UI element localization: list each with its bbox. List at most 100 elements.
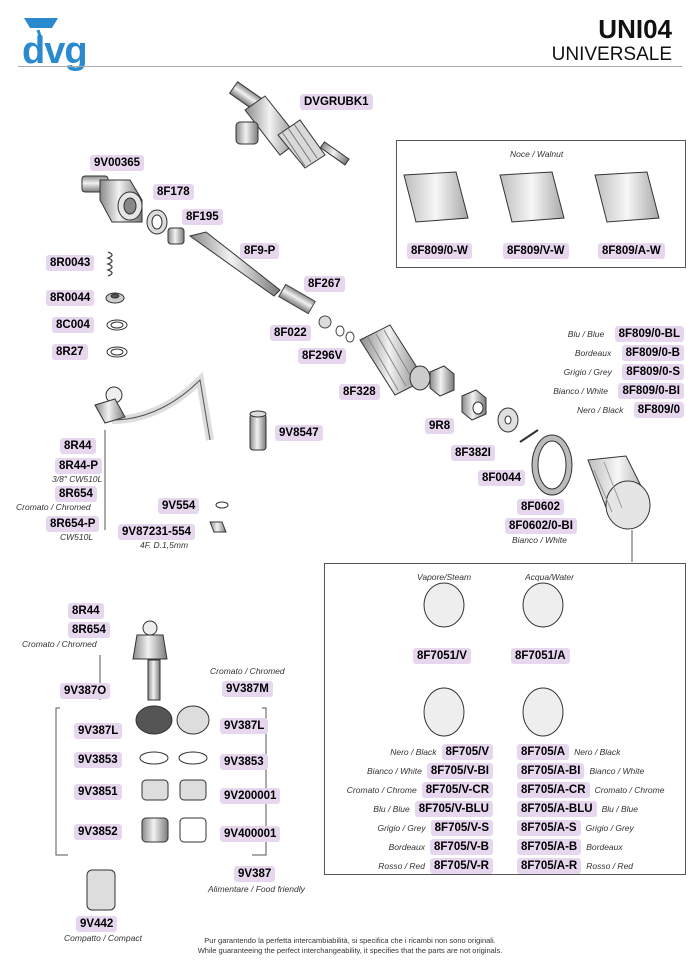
color-label: Grigio / Grey [563, 367, 612, 377]
part-note: Bianco / White [512, 535, 567, 545]
color-label: Bianco / White [367, 766, 422, 776]
part-note: Cromato / Chromed [22, 639, 97, 649]
part-tag: 8F705/A-BI [517, 763, 585, 779]
part-tag: 8F7051/V [413, 648, 471, 664]
steam-title: Vapore/Steam [417, 572, 472, 582]
brand-logo: dvg [18, 10, 98, 71]
part-tag: 8F809/V-W [503, 243, 569, 259]
color-label: Nero / Black [390, 747, 437, 757]
color-label: Bordeaux [574, 348, 612, 358]
part-tag: 8F022 [270, 325, 311, 341]
cap-row: 8F705/A Nero / Black [517, 742, 620, 760]
part-tag: 8F809/0-B [621, 345, 684, 361]
part-tag: 8F705/V-CR [421, 782, 493, 798]
cap-row: 8F705/A-BI Bianco / White [517, 761, 644, 779]
cap-row: 8F705/A-S Grigio / Grey [517, 818, 634, 836]
part-tag: 8R27 [52, 344, 88, 360]
disc-illustration [497, 407, 539, 443]
tip-variants-illustration [139, 705, 210, 843]
part-tag: 8F267 [304, 276, 345, 292]
part-tag: 9V00365 [90, 155, 145, 171]
part-tag: 8F809/0-BL [614, 326, 684, 342]
page-subtitle: UNIVERSALE [551, 44, 672, 65]
part-tag: 8F705/A [517, 744, 570, 760]
knob-color-row: Bianco / White 8F809/0-BI [553, 381, 684, 399]
part-tag: 8F705/V [441, 744, 493, 760]
color-label: Grigio / Grey [585, 823, 634, 833]
part-tag: 8F705/A-S [517, 820, 581, 836]
color-label: Bianco / White [589, 766, 645, 776]
part-tag: 8F705/V-BI [426, 763, 493, 779]
washer-illustration [146, 209, 185, 245]
spring-illustration [106, 251, 113, 277]
part-tag: 9V554 [158, 498, 200, 514]
part-tag: 9V387O [60, 683, 111, 699]
part-tag: 8F809/0-BI [618, 383, 684, 399]
part-tag: 8F705/V-R [430, 858, 493, 874]
part-tag: 8R654 [68, 622, 110, 638]
part-tag: 8F9-P [240, 243, 280, 259]
part-tag: 8F705/V-S [430, 820, 493, 836]
part-tag: 9V442 [76, 916, 118, 932]
part-tag: 8F296V [298, 348, 347, 364]
knob-color-row: Bordeaux 8F809/0-B [575, 343, 684, 361]
cap-row: Bianco / White 8F705/V-BI [367, 761, 493, 779]
part-tag: 9V3852 [74, 824, 122, 840]
part-note: Alimentare / Food friendly [208, 884, 305, 894]
part-tag: 8F0044 [478, 470, 526, 486]
part-tag: 8F705/A-R [517, 858, 582, 874]
part-tag: 8R654-P [46, 516, 100, 532]
page-title: UNI04 [598, 14, 672, 44]
part-tag: 8F178 [153, 184, 194, 200]
knob-color-row: Grigio / Grey 8F809/0-S [564, 362, 684, 380]
color-label: Blu / Blue [373, 804, 410, 814]
part-note: CW510L [60, 532, 94, 542]
part-note: Cromato / Chromed [16, 502, 91, 512]
color-label: Blu / Blue [601, 804, 638, 814]
caps-illustration [423, 582, 564, 737]
part-tag: 9V3853 [220, 754, 268, 770]
part-tag: 8F0602 [517, 499, 565, 515]
part-tag: 8F705/A-BLU [517, 801, 597, 817]
tube-illustration [249, 410, 267, 451]
spring-2-illustration [278, 283, 355, 343]
part-tag: 8R44-P [55, 458, 102, 474]
cap-row: 8F705/A-B Bordeaux [517, 837, 623, 855]
part-tag: 9V387L [220, 718, 269, 734]
part-tag: 8F705/A-B [517, 839, 582, 855]
group-bracket [55, 707, 68, 856]
part-tag: 9V87231-554 [118, 524, 196, 540]
caps-panel: Vapore/Steam Acqua/Water 8F7051/V 8F7051… [324, 563, 686, 875]
walnut-knobs-illustration [403, 171, 660, 223]
group-bracket [252, 707, 267, 856]
part-tag: 9V387L [74, 723, 123, 739]
color-label: Nero / Black [574, 747, 621, 757]
compact-tip-illustration [86, 869, 116, 911]
part-note: Compatto / Compact [64, 933, 142, 943]
cap-row: Nero / Black 8F705/V [390, 742, 493, 760]
walnut-knobs-panel: Noce / Walnut 8F809/0-W 8F809/V-W 8F809/… [396, 140, 686, 268]
color-label: Bordeaux [586, 842, 623, 852]
part-tag: 9V3851 [74, 784, 122, 800]
knob-color-row: Blu / Blue 8F809/0-BL [568, 324, 684, 342]
nut-illustration [429, 365, 487, 421]
part-tag: 8F809/0 [633, 402, 684, 418]
part-tag: 8F195 [182, 209, 223, 225]
part-tag: 8F809/A-W [598, 243, 665, 259]
part-tag: 8R0043 [46, 255, 95, 271]
part-tag: 8F809/0-W [407, 243, 472, 259]
knob-illustration [587, 455, 651, 530]
part-tag: 8F7051/A [511, 648, 570, 664]
color-label: Bordeaux [388, 842, 426, 852]
part-note: 3/8" CW510L [52, 474, 103, 484]
part-tag: 8F0602/0-BI [505, 518, 577, 534]
part-tag: 9V8547 [275, 425, 323, 441]
ring-illustration [531, 434, 573, 496]
part-tag: 8C004 [52, 317, 94, 333]
cap-row: 8F705/A-BLU Blu / Blue [517, 799, 638, 817]
part-tag: DVGRUBK1 [300, 94, 373, 110]
header-divider [18, 66, 682, 67]
